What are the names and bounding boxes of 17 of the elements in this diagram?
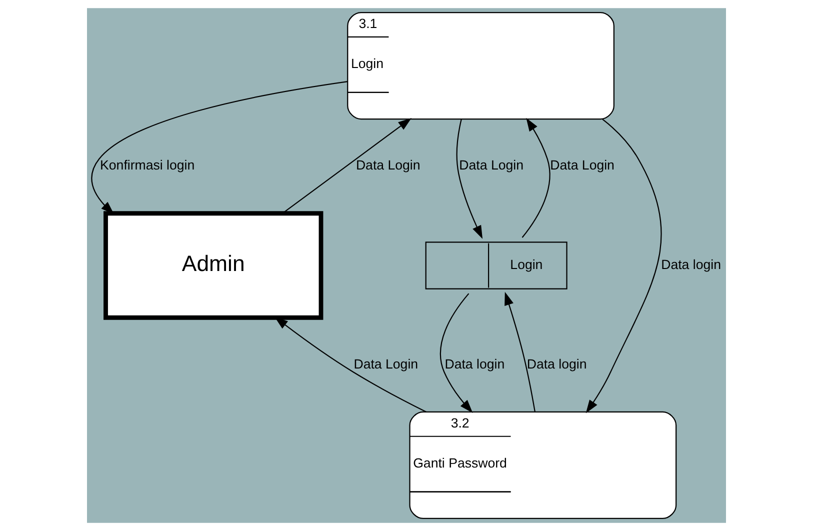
edge-label: Data login (661, 256, 721, 272)
arrow (91, 81, 348, 214)
arrow (274, 316, 426, 412)
edge-label: Data login (526, 356, 587, 372)
edge-label: Data Login (354, 356, 418, 372)
edge-label: Data login (444, 356, 505, 372)
edge-label: Konfirmasi login (100, 158, 195, 173)
arrow (456, 119, 483, 239)
arrow (282, 118, 412, 214)
edge-label: Data Login (356, 158, 420, 173)
arrow (586, 118, 662, 414)
edge-label: Data Login (459, 158, 524, 173)
node-box: Admin (104, 211, 324, 320)
arrow (440, 293, 473, 413)
edge-label: Data Login (550, 158, 614, 173)
arrow (504, 292, 536, 412)
arrow (522, 118, 550, 238)
